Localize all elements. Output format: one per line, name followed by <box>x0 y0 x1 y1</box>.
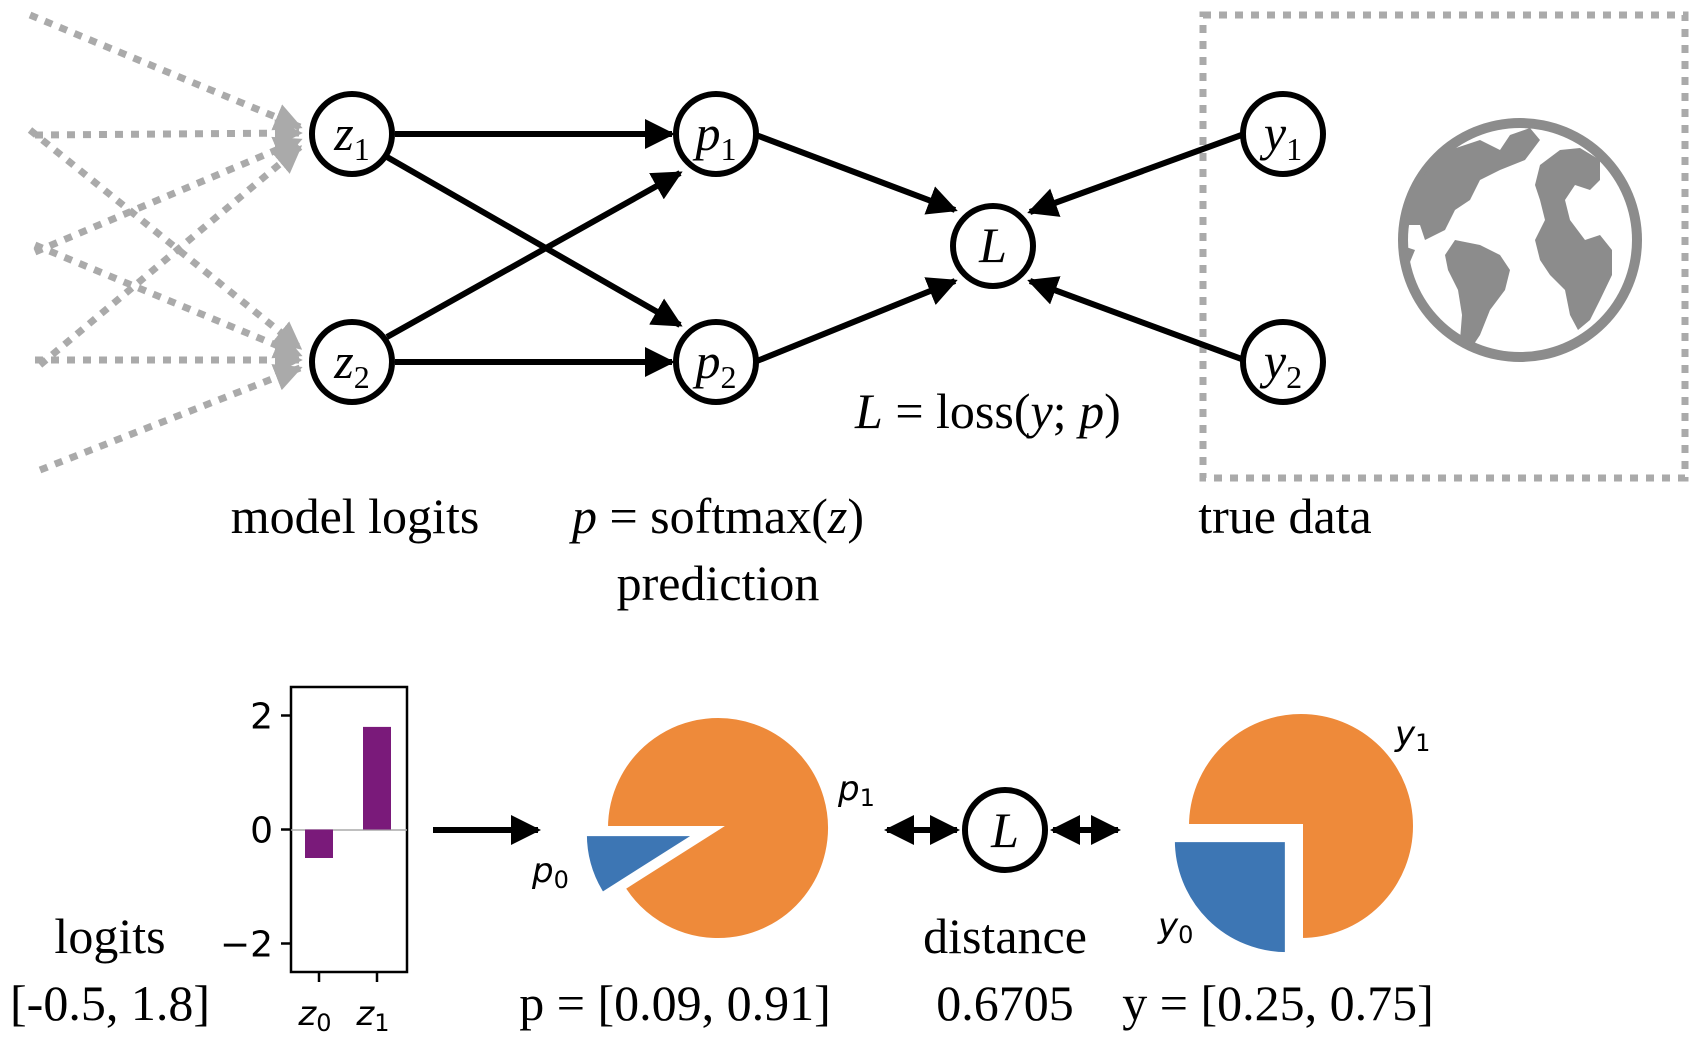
svg-text:z2: z2 <box>333 333 369 395</box>
node-L: L <box>950 203 1036 289</box>
globe-icon <box>1398 118 1642 362</box>
dotted-arrow <box>28 11 303 131</box>
node-z1: z1 <box>309 91 395 177</box>
true-data-box <box>1199 11 1689 482</box>
edge-p2-L <box>755 277 958 364</box>
ytick-label: 0 <box>250 811 273 852</box>
edge-z2-p1 <box>385 170 683 340</box>
incoming-dotted-arrows <box>27 11 303 474</box>
pie-label-y0: y0 <box>1157 906 1193 949</box>
softmax-label: p = softmax(z) <box>569 488 864 544</box>
distance-label: distance <box>923 908 1087 964</box>
dotted-arrow <box>34 119 303 148</box>
logits-bar-chart: 2 0 −2 z0 z1 <box>220 685 409 1037</box>
svg-text:p1: p1 <box>693 105 737 167</box>
pie-slice-p0 <box>582 832 704 897</box>
bar-z0 <box>305 829 333 858</box>
logits-label: logits <box>54 908 165 964</box>
pie-label-p0: p0 <box>531 851 569 894</box>
ytick-label: 2 <box>250 697 273 738</box>
true-data-values: y = [0.25, 0.75] <box>1122 975 1434 1031</box>
edges <box>385 119 1249 377</box>
distance-loss-node: L <box>962 787 1048 873</box>
prediction-pie <box>582 714 832 942</box>
node-p1: p1 <box>673 91 759 177</box>
ytick-label: −2 <box>220 925 273 966</box>
loss-formula: L = loss(y; p) <box>854 383 1121 439</box>
dotted-arrow <box>33 136 303 256</box>
svg-text:z1: z1 <box>333 105 369 167</box>
dotted-arrow <box>27 127 303 351</box>
xtick-label: z0 <box>297 994 331 1037</box>
pie-label-y1: y1 <box>1394 714 1430 757</box>
pie-slice-y0 <box>1170 838 1289 957</box>
node-z2: z2 <box>309 319 395 405</box>
edge-y1-L <box>1027 130 1249 217</box>
prediction-values: p = [0.09, 0.91] <box>519 975 831 1031</box>
edge-p1-L <box>754 132 958 215</box>
node-y2: y2 <box>1240 319 1326 405</box>
svg-text:L: L <box>990 802 1019 858</box>
true-data-label: true data <box>1198 488 1372 544</box>
bar-z1 <box>363 726 391 830</box>
edge-z1-p2 <box>385 154 683 328</box>
pie-slice-p1 <box>603 714 832 942</box>
svg-text:L: L <box>978 217 1007 273</box>
edge-y2-L <box>1027 276 1249 364</box>
xtick-label: z1 <box>355 994 389 1037</box>
model-logits-label: model logits <box>231 488 480 544</box>
svg-text:y1: y1 <box>1259 105 1302 167</box>
node-y1: y1 <box>1240 91 1326 177</box>
node-p2: p2 <box>673 319 759 405</box>
pie-label-p1: p1 <box>837 769 875 812</box>
true-data-pie <box>1170 710 1417 957</box>
svg-text:y2: y2 <box>1259 333 1302 395</box>
svg-text:p2: p2 <box>693 333 737 395</box>
dotted-arrow <box>37 144 303 368</box>
dotted-arrow <box>38 364 303 474</box>
logits-values: [-0.5, 1.8] <box>10 975 210 1031</box>
pie-slice-y1 <box>1184 710 1417 943</box>
distance-value: 0.6705 <box>936 975 1074 1031</box>
prediction-label: prediction <box>617 555 820 611</box>
